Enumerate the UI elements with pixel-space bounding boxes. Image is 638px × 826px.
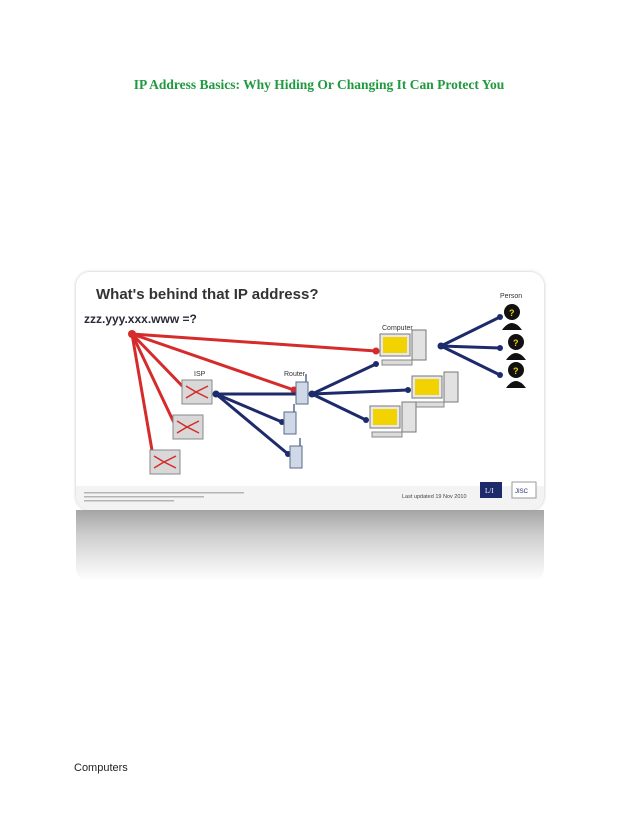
footer-category: Computers bbox=[74, 762, 128, 774]
computer-icon bbox=[379, 329, 427, 366]
diagram-heading: What's behind that IP address? bbox=[96, 286, 319, 303]
isp-switch-icon bbox=[172, 414, 204, 440]
left-logo-text: L/I bbox=[485, 487, 494, 495]
blue-links bbox=[215, 315, 501, 456]
ip-placeholder: zzz.yyy.xxx.www =? bbox=[84, 312, 197, 326]
person-icon: ? bbox=[502, 304, 522, 330]
router-icon bbox=[283, 404, 297, 435]
red-links bbox=[130, 332, 377, 463]
figure-reflection bbox=[76, 510, 544, 582]
ip-diagram-figure: What's behind that IP address? zzz.yyy.x… bbox=[76, 272, 544, 510]
ip-diagram-svg: What's behind that IP address? zzz.yyy.x… bbox=[76, 272, 544, 510]
computer-label: Computer bbox=[382, 325, 413, 332]
isp-label: ISP bbox=[194, 371, 206, 378]
router-icons bbox=[283, 374, 309, 469]
person-label: Person bbox=[500, 293, 522, 300]
right-logo-text: JISC bbox=[515, 489, 529, 495]
isp-switch-icon bbox=[149, 449, 181, 475]
isp-switch-icons bbox=[149, 379, 213, 475]
svg-text:?: ? bbox=[513, 366, 519, 376]
computer-icon bbox=[411, 371, 459, 408]
router-icon bbox=[295, 374, 309, 405]
fine-print-lines bbox=[84, 492, 244, 502]
last-updated-note: Last updated 19 Nov 2010 bbox=[402, 494, 467, 500]
router-icon bbox=[289, 438, 303, 469]
computer-icon bbox=[369, 401, 417, 438]
router-label: Router bbox=[284, 371, 306, 378]
person-icons: ? ? ? bbox=[502, 304, 526, 388]
document-title: IP Address Basics: Why Hiding Or Changin… bbox=[133, 77, 505, 92]
svg-text:?: ? bbox=[509, 308, 515, 318]
isp-switch-icon bbox=[181, 379, 213, 405]
svg-text:?: ? bbox=[513, 338, 519, 348]
person-icon: ? bbox=[506, 334, 526, 360]
person-icon: ? bbox=[506, 362, 526, 388]
left-logo-block bbox=[480, 482, 502, 498]
right-logo-block bbox=[511, 481, 537, 499]
computer-icons bbox=[369, 329, 459, 438]
